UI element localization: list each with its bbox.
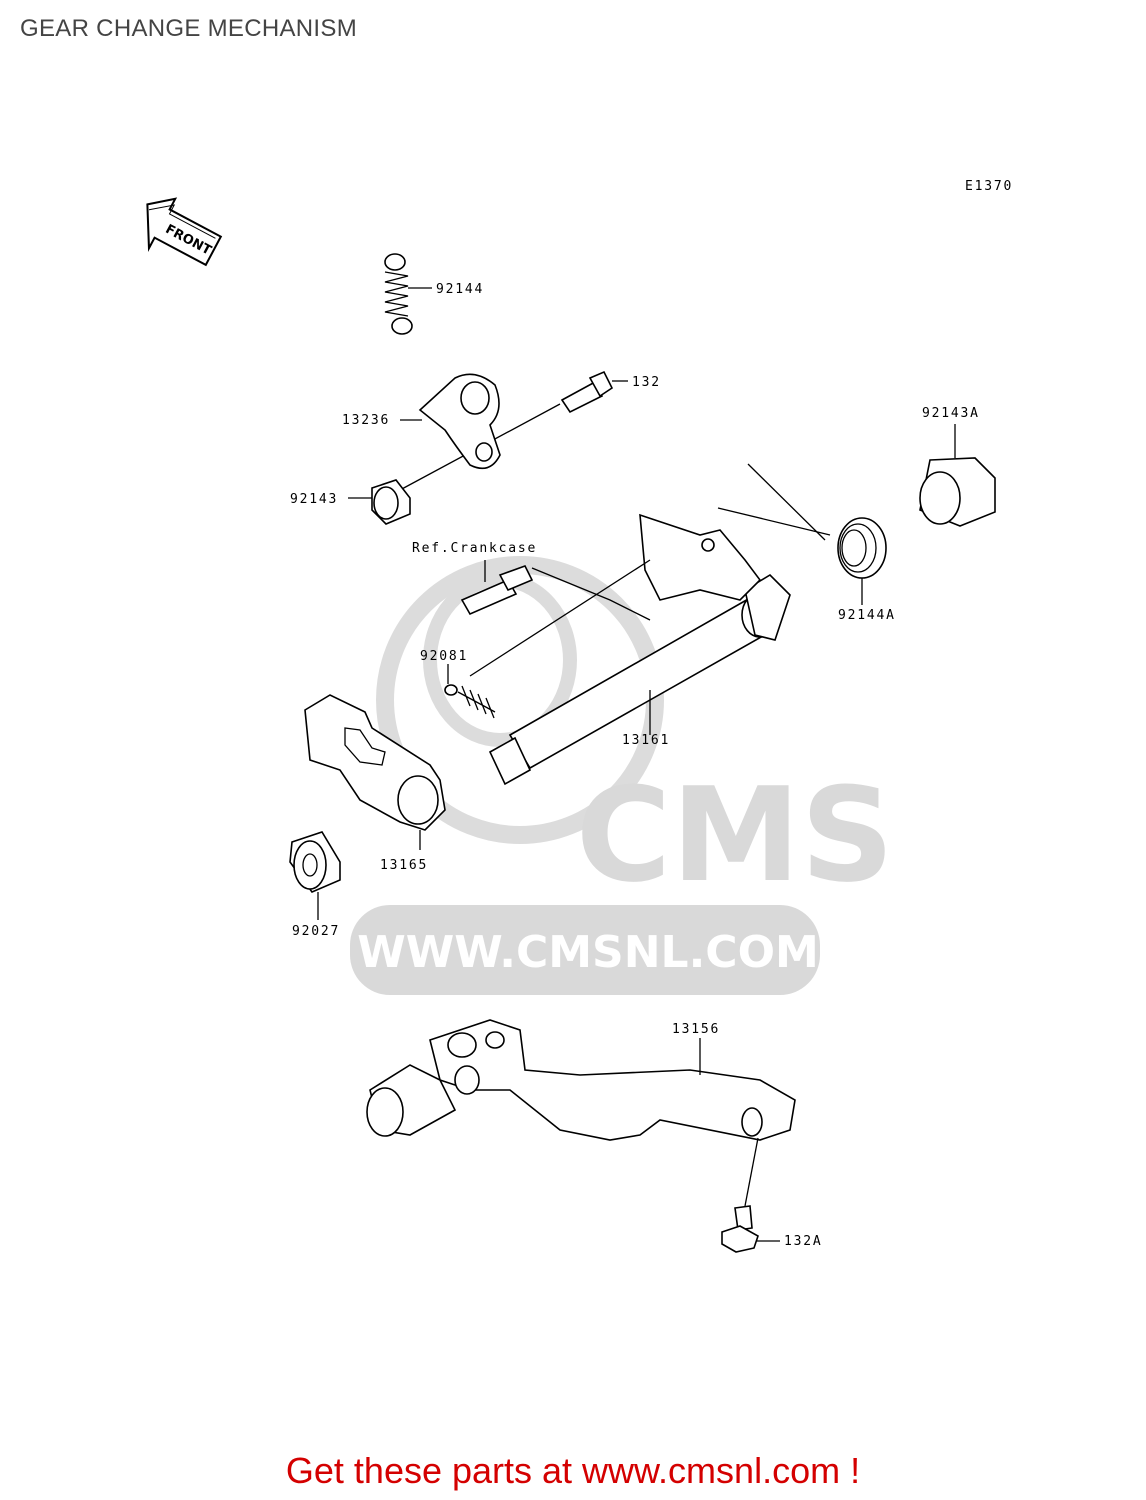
watermark-url-bg [350,905,820,995]
spring-92144 [384,253,432,335]
callout-13161: 13161 [622,733,670,748]
bolt-132A [721,1137,780,1253]
callout-92081: 92081 [420,649,468,664]
front-arrow-icon: FRONT [146,197,223,267]
callout-13236: 13236 [342,413,390,428]
page-title: GEAR CHANGE MECHANISM [20,15,358,42]
shaft-13161 [488,513,791,786]
bolt-132 [399,370,628,491]
footer-link[interactable]: Get these parts at www.cmsnl.com ! [285,1450,861,1491]
spring-92144A [717,463,887,605]
callout-13165: 13165 [380,858,428,873]
callout-92144: 92144 [436,282,484,297]
washer-92027 [289,831,341,920]
arm-13236 [400,373,501,470]
callout-13156: 13156 [672,1022,720,1037]
callout-ref-crankcase: Ref.Crankcase [412,541,537,556]
callout-92144A: 92144A [838,608,896,623]
callout-92143: 92143 [290,492,338,507]
callout-92143A: 92143A [922,406,980,421]
watermark-logo-text: CMS [576,759,894,911]
watermark-url-text: WWW.CMSNL.COM [357,927,819,978]
callout-132A: 132A [784,1234,823,1249]
pedal-13156 [366,1019,796,1141]
callout-92027: 92027 [292,924,340,939]
plate-13165 [304,694,446,850]
roller-92143 [348,479,411,525]
pin-92081 [444,559,651,719]
watermark: CMS WWW.CMSNL.COM [350,556,894,995]
callout-132: 132 [632,375,661,390]
collar-92143A [919,424,996,527]
diagram-id: E1370 [965,179,1013,194]
stud-ref-crankcase [460,560,651,621]
